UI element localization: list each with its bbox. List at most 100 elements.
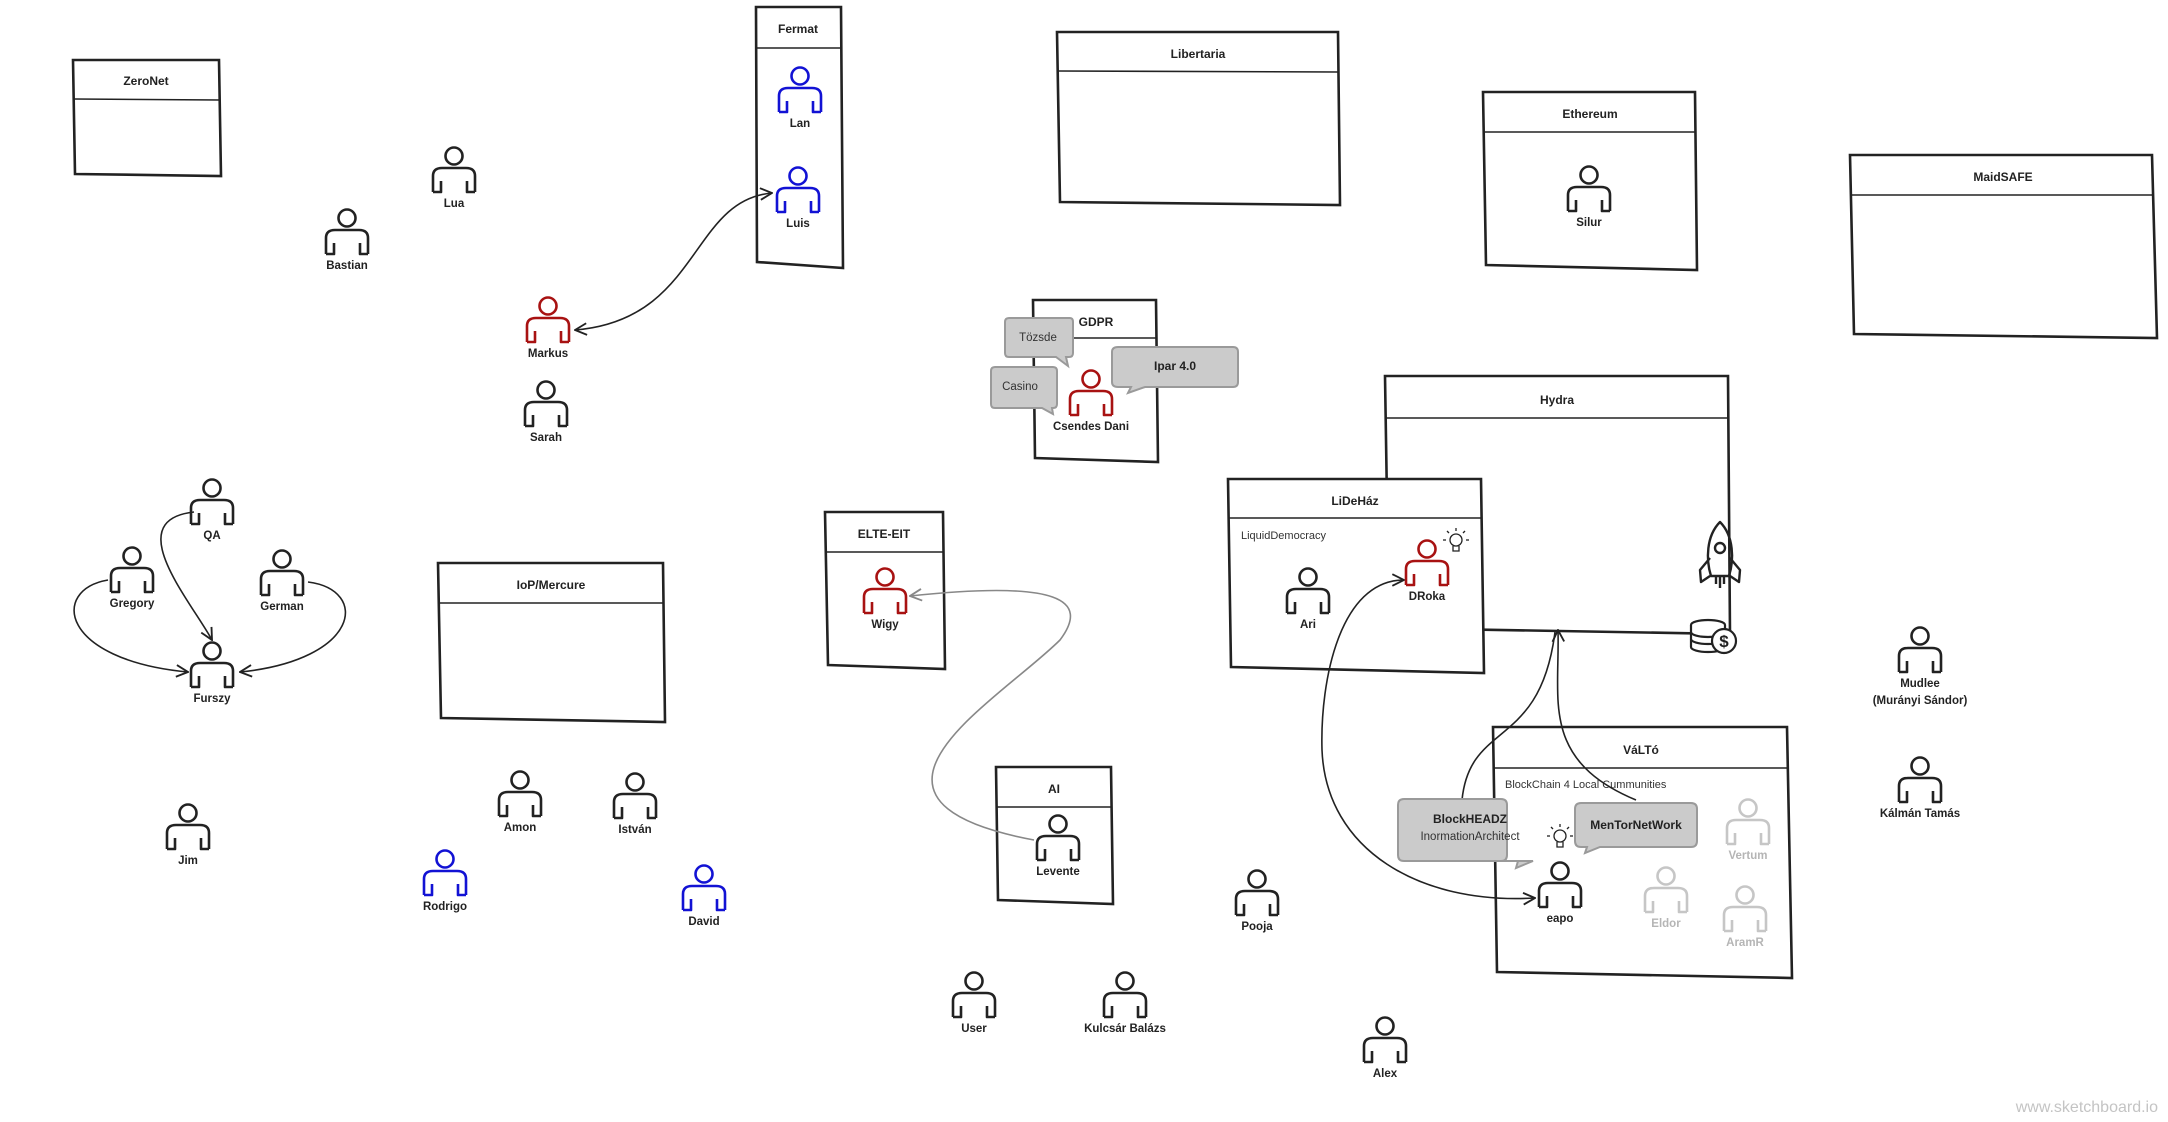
bubble-casino[interactable]: Casino [990, 366, 1058, 416]
person-wigy[interactable]: Wigy [862, 567, 908, 632]
box-title-zeronet: ZeroNet [123, 74, 168, 88]
person-label-eapo: eapo [1547, 913, 1574, 925]
person-istvan[interactable]: István [612, 772, 658, 837]
box-lideház[interactable]: LiDeHáz LiquidDemocracy [1226, 477, 1486, 675]
person-eapo[interactable]: eapo [1537, 861, 1583, 926]
person-furszy[interactable]: Furszy [189, 641, 235, 706]
bubble-text-tozsde: Tözsde [1019, 332, 1057, 344]
box-iop-mercure[interactable]: IoP/Mercure [436, 561, 667, 724]
person-icon [259, 549, 305, 597]
box-zeronet[interactable]: ZeroNet [71, 58, 223, 178]
person-icon [431, 146, 477, 194]
person-icon [681, 864, 727, 912]
person-droka[interactable]: DRoka [1404, 539, 1450, 604]
bubble-text-mentor: MenTorNetWork [1590, 818, 1682, 832]
person-eldor[interactable]: Eldor [1643, 866, 1689, 931]
person-gregory[interactable]: Gregory [110, 546, 155, 611]
person-label-alex: Alex [1373, 1068, 1398, 1080]
box-title-fermat: Fermat [778, 22, 818, 36]
person-mudlee[interactable]: Mudlee(Murányi Sándor) [1873, 626, 1968, 708]
person-ari[interactable]: Ari [1285, 567, 1331, 632]
person-icon [612, 772, 658, 820]
connector-blockheadz-hydra[interactable] [1461, 631, 1556, 801]
box-title-ai: AI [1048, 782, 1060, 796]
person-label-user: User [961, 1023, 987, 1035]
person-label-sarah: Sarah [530, 432, 562, 444]
person-silur[interactable]: Silur [1566, 165, 1612, 230]
box-title-hydra: Hydra [1540, 393, 1574, 407]
connector-german-furszy[interactable] [240, 581, 347, 672]
person-vertum[interactable]: Vertum [1725, 798, 1771, 863]
person-label-lan: Lan [790, 118, 810, 130]
person-jim[interactable]: Jim [165, 803, 211, 868]
connector-markus-luis[interactable] [575, 193, 772, 330]
person-david[interactable]: David [681, 864, 727, 929]
person-icon [189, 641, 235, 689]
person-icon [1362, 1016, 1408, 1064]
person-luis[interactable]: Luis [775, 166, 821, 231]
box-elte-eit[interactable]: ELTE-EIT [823, 510, 947, 671]
person-label-markus: Markus [528, 348, 568, 360]
person-label-lua: Lua [444, 198, 465, 210]
person-rodrigo[interactable]: Rodrigo [422, 849, 468, 914]
coins-dollar-icon: $ [1689, 618, 1738, 655]
box-valto[interactable]: VáLTó BlockChain 4 Local Cummunities [1491, 725, 1794, 980]
person-levente[interactable]: Levente [1035, 814, 1081, 879]
person-icon [523, 380, 569, 428]
person-label-pooja: Pooja [1241, 921, 1273, 933]
bubble-text-blockheadz: BlockHEADZ [1433, 812, 1507, 826]
box-subtitle-lideház: LiquidDemocracy [1241, 530, 1326, 542]
person-icon [1102, 971, 1148, 1019]
box-maidsafe[interactable]: MaidSAFE [1848, 153, 2159, 340]
person-kulcsar[interactable]: Kulcsár Balázs [1084, 971, 1166, 1036]
connector-levente-wigy[interactable] [910, 590, 1072, 841]
bubble-blockheadz[interactable]: BlockHEADZ InormationArchitect [1397, 798, 1534, 870]
person-label-gregory: Gregory [110, 598, 155, 610]
box-title-elte-eit: ELTE-EIT [858, 527, 911, 541]
connector-droka-eapo[interactable] [1321, 580, 1535, 899]
person-icon [1234, 869, 1280, 917]
connector-mentor-hydra[interactable] [1558, 630, 1637, 801]
person-aramr[interactable]: AramR [1722, 885, 1768, 950]
person-user[interactable]: User [951, 971, 997, 1036]
person-label-droka: DRoka [1409, 591, 1446, 603]
person-label-german: German [260, 601, 303, 613]
person-qa[interactable]: QA [189, 478, 235, 543]
bubble-text-casino: Casino [1002, 381, 1038, 393]
person-label-david: David [688, 916, 719, 928]
bubble-tozsde[interactable]: Tözsde [1004, 317, 1074, 369]
person-kalman[interactable]: Kálmán Tamás [1880, 756, 1960, 821]
person-german[interactable]: German [259, 549, 305, 614]
bubble-mentor[interactable]: MenTorNetWork [1574, 802, 1698, 855]
person-lua[interactable]: Lua [431, 146, 477, 211]
person-bastian[interactable]: Bastian [324, 208, 370, 273]
person-markus[interactable]: Markus [525, 296, 571, 361]
person-label-istvan: István [618, 824, 651, 836]
bubble-ipar[interactable]: Ipar 4.0 [1111, 346, 1239, 395]
person-alex[interactable]: Alex [1362, 1016, 1408, 1081]
box-title-maidsafe: MaidSAFE [1973, 170, 2032, 184]
person-icon [497, 770, 543, 818]
person-label-amon: Amon [504, 822, 537, 834]
person-label-bastian: Bastian [326, 260, 368, 272]
connector-qa-furszy[interactable] [160, 511, 212, 640]
person-label-levente: Levente [1036, 866, 1079, 878]
box-title-gdpr: GDPR [1079, 315, 1114, 329]
person-pooja[interactable]: Pooja [1234, 869, 1280, 934]
person-csendes[interactable]: Csendes Dani [1053, 369, 1129, 434]
person-icon [525, 296, 571, 344]
box-title-libertaria: Libertaria [1171, 47, 1226, 61]
connector-gregory-furszy[interactable] [73, 579, 188, 672]
box-title-ethereum: Ethereum [1562, 107, 1617, 121]
box-libertaria[interactable]: Libertaria [1055, 30, 1342, 207]
person-label-csendes: Csendes Dani [1053, 421, 1129, 433]
person-lan[interactable]: Lan [777, 66, 823, 131]
lightbulb-icon [1547, 824, 1573, 848]
person-label-kalman: Kálmán Tamás [1880, 808, 1960, 820]
person-sarah[interactable]: Sarah [523, 380, 569, 445]
person-amon[interactable]: Amon [497, 770, 543, 835]
person-icon [422, 849, 468, 897]
person-label-ari: Ari [1300, 619, 1316, 631]
person-label-eldor: Eldor [1651, 918, 1681, 930]
